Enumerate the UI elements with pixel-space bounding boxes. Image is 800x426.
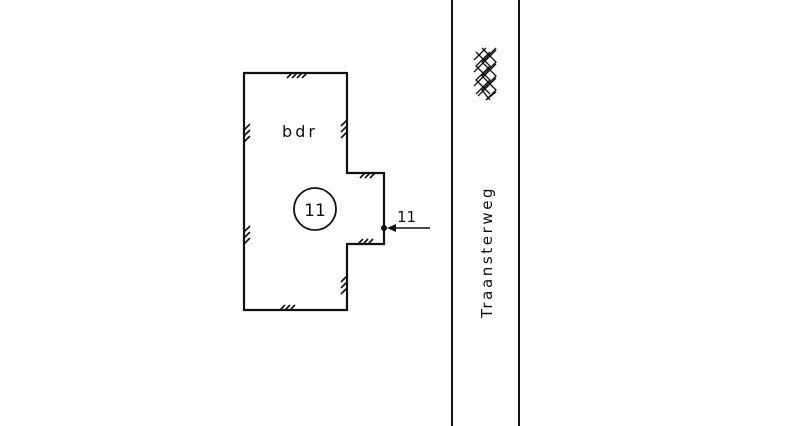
tree-icon [473,47,497,101]
address-number: 11 [397,208,416,226]
building-label: bdr [282,122,318,141]
address-arrowhead [387,224,396,232]
building-outline [242,71,386,312]
house-number: 11 [304,201,326,221]
wall-hatch-marks [243,72,376,311]
house-number-circle [293,187,337,231]
address-point-dot [381,225,387,231]
street-name: Traansterweg [478,186,496,319]
